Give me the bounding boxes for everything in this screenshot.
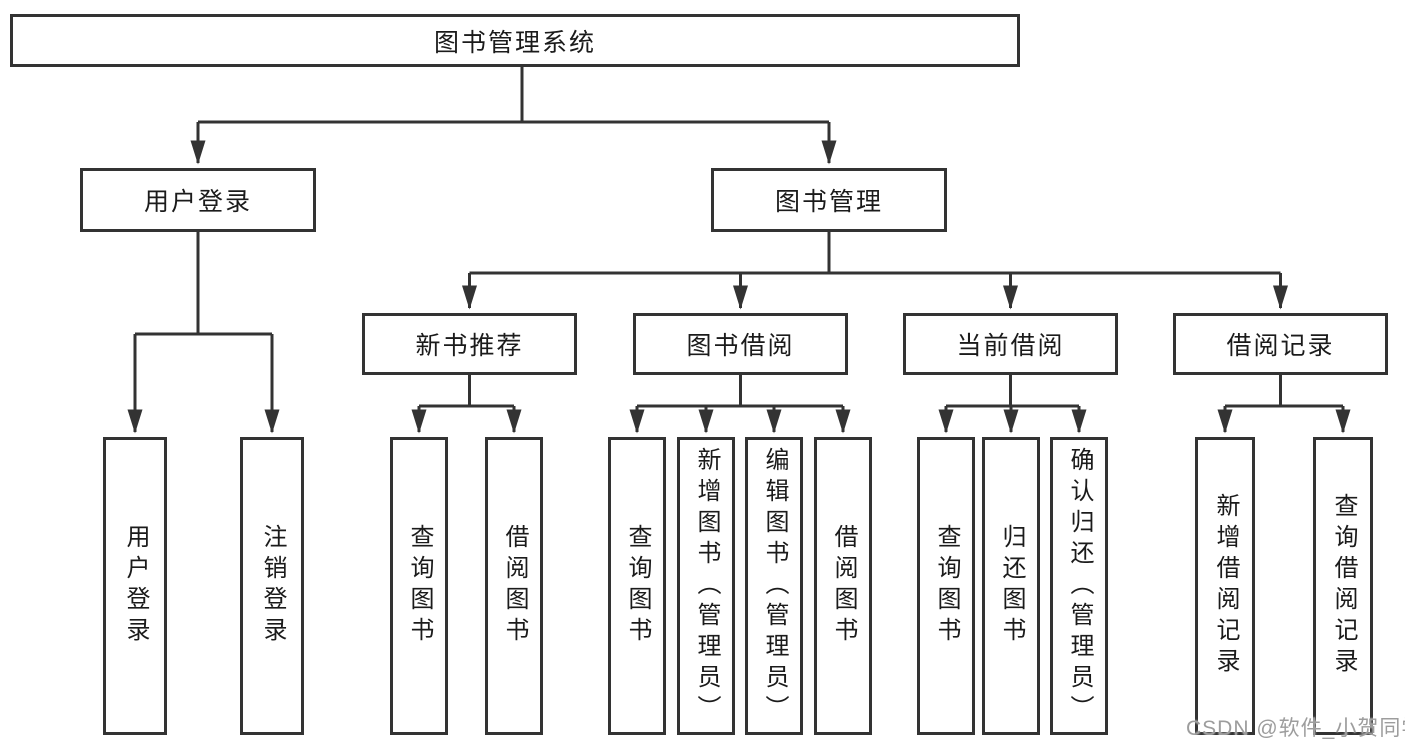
csdn-watermark: CSDN @软件_小贺同学 xyxy=(1186,717,1405,740)
leaf-borrow-query-books-label: 查询图书 xyxy=(624,524,651,648)
leaf-newbooks-borrow-books: 借阅图书 xyxy=(485,437,543,735)
leaf-logout-label: 注销登录 xyxy=(259,524,286,648)
node-user-login: 用户登录 xyxy=(80,168,316,232)
leaf-user-login-label: 用户登录 xyxy=(122,524,149,648)
node-book-borrowing-label: 图书借阅 xyxy=(686,332,795,360)
leaf-edit-books-admin-label: 编辑图书（管理员） xyxy=(761,446,788,726)
leaf-logout: 注销登录 xyxy=(240,437,304,735)
leaf-borrow-query-books: 查询图书 xyxy=(608,437,666,735)
leaf-return-books: 归还图书 xyxy=(982,437,1040,735)
leaf-borrow-borrow-books-label: 借阅图书 xyxy=(830,524,857,648)
leaf-edit-books-admin: 编辑图书（管理员） xyxy=(745,437,803,735)
node-new-book-recommend-label: 新书推荐 xyxy=(415,332,524,360)
leaf-add-books-admin: 新增图书（管理员） xyxy=(677,437,735,735)
leaf-confirm-return-admin: 确认归还（管理员） xyxy=(1050,437,1108,735)
node-borrowing-records: 借阅记录 xyxy=(1173,313,1388,375)
leaf-newbooks-query-books: 查询图书 xyxy=(390,437,448,735)
leaf-newbooks-query-books-label: 查询图书 xyxy=(406,524,433,648)
node-book-management: 图书管理 xyxy=(711,168,947,232)
node-book-borrowing: 图书借阅 xyxy=(633,313,848,375)
leaf-query-borrow-record: 查询借阅记录 xyxy=(1313,437,1373,735)
node-root-label: 图书管理系统 xyxy=(433,28,596,57)
node-root-library-system: 图书管理系统 xyxy=(10,14,1020,67)
leaf-add-books-admin-label: 新增图书（管理员） xyxy=(693,446,720,726)
leaf-return-books-label: 归还图书 xyxy=(998,524,1025,648)
node-book-management-label: 图书管理 xyxy=(774,188,883,216)
leaf-current-query-books-label: 查询图书 xyxy=(933,524,960,648)
leaf-newbooks-borrow-books-label: 借阅图书 xyxy=(501,524,528,648)
node-current-borrowing-label: 当前借阅 xyxy=(956,332,1065,360)
node-new-book-recommend: 新书推荐 xyxy=(362,313,577,375)
leaf-borrow-borrow-books: 借阅图书 xyxy=(814,437,872,735)
leaf-current-query-books: 查询图书 xyxy=(917,437,975,735)
leaf-add-borrow-record-label: 新增借阅记录 xyxy=(1212,493,1239,679)
leaf-user-login: 用户登录 xyxy=(103,437,167,735)
node-borrowing-records-label: 借阅记录 xyxy=(1226,332,1335,360)
leaf-add-borrow-record: 新增借阅记录 xyxy=(1195,437,1255,735)
leaf-confirm-return-admin-label: 确认归还（管理员） xyxy=(1066,446,1093,726)
leaf-query-borrow-record-label: 查询借阅记录 xyxy=(1330,493,1357,679)
node-current-borrowing: 当前借阅 xyxy=(903,313,1118,375)
node-user-login-label: 用户登录 xyxy=(143,188,252,216)
